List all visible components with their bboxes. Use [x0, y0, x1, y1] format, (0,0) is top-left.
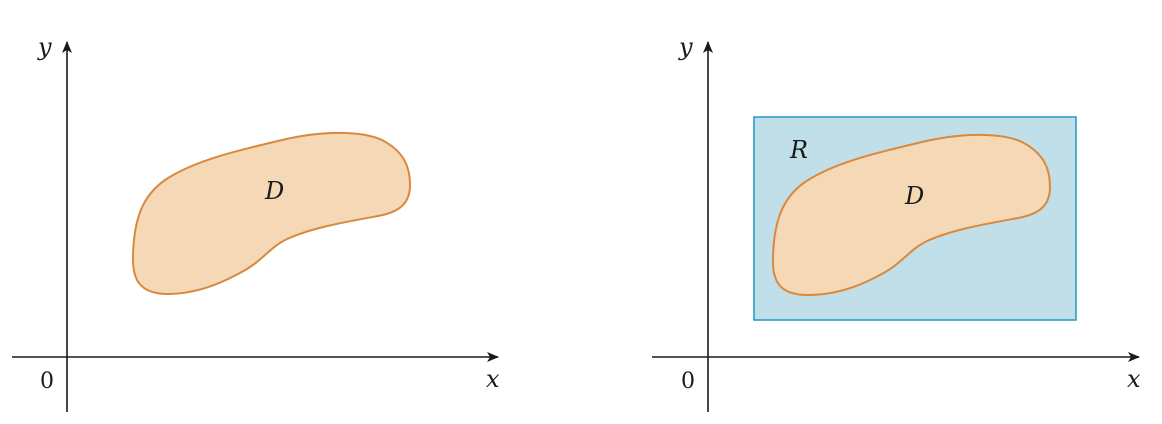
- right-figure: y x 0 D R: [652, 33, 1141, 412]
- right-y-axis-label: y: [678, 33, 693, 61]
- right-origin-label: 0: [681, 369, 695, 394]
- left-figure: y x 0 D: [12, 33, 500, 412]
- left-region-d: [131, 131, 412, 296]
- right-rectangle-label: R: [789, 136, 808, 164]
- right-region-label: D: [904, 182, 924, 210]
- left-x-axis-label: x: [486, 365, 500, 393]
- right-region-d: [771, 133, 1052, 297]
- left-region-label: D: [264, 177, 284, 205]
- left-origin-label: 0: [40, 369, 54, 394]
- left-y-axis-label: y: [37, 33, 52, 61]
- right-x-axis-label: x: [1127, 365, 1141, 393]
